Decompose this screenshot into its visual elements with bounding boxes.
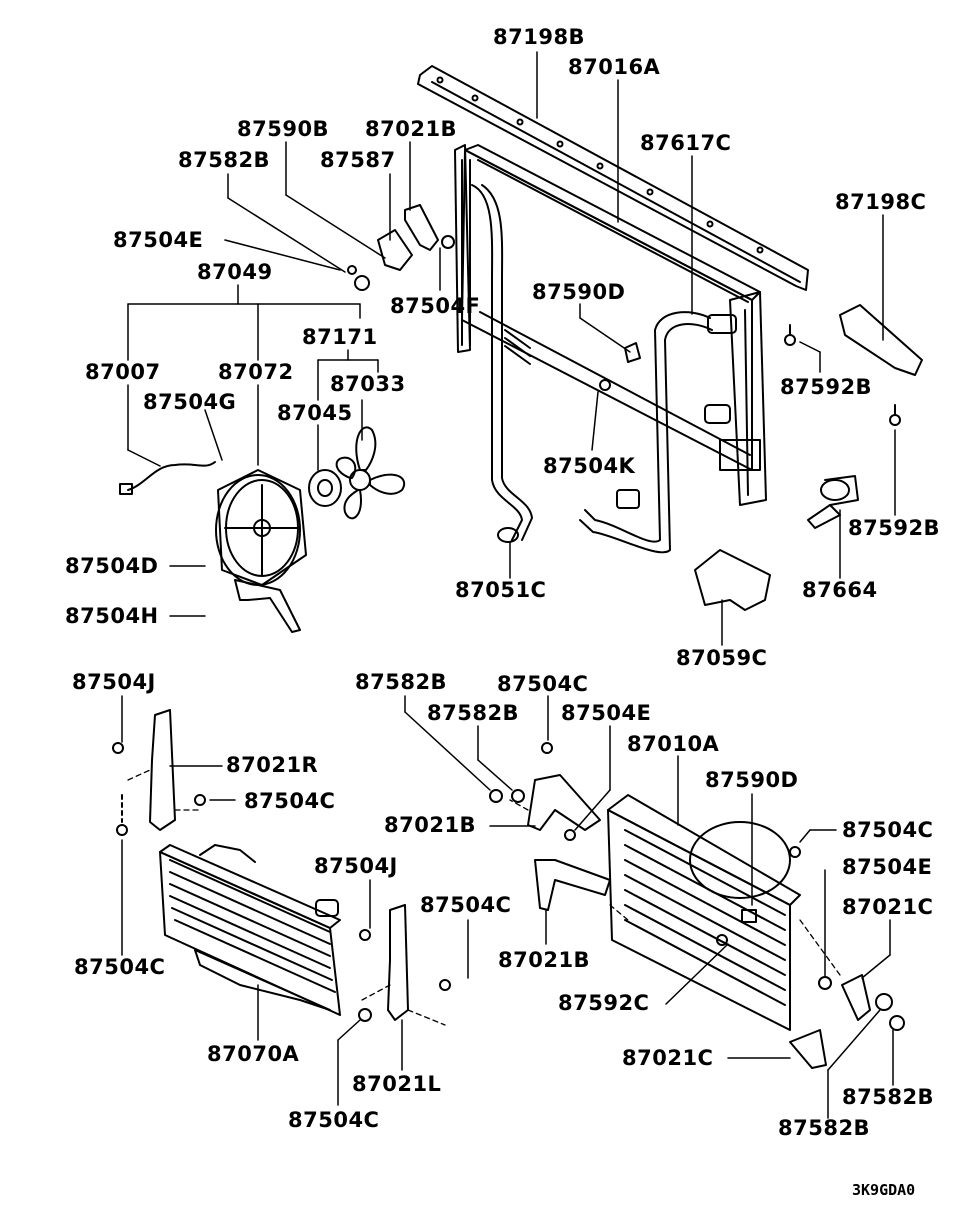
label-87198b: 87198B — [493, 25, 586, 49]
label-87592b-b: 87592B — [848, 516, 941, 540]
condenser-87010a — [607, 794, 801, 1031]
label-87504c-right: 87504C — [842, 818, 934, 842]
nut-87582b-r1 — [875, 993, 893, 1011]
label-87504j-b: 87504J — [314, 854, 398, 878]
label-87010a: 87010A — [627, 732, 720, 756]
label-87007: 87007 — [85, 360, 161, 384]
hose-87617c — [579, 311, 713, 554]
label-87049: 87049 — [197, 260, 273, 284]
label-87072: 87072 — [218, 360, 294, 384]
label-87021c-right: 87021C — [842, 895, 934, 919]
label-87021b-mid: 87021B — [384, 813, 477, 837]
label-87504c-farleft: 87504C — [74, 955, 166, 979]
bolt-87504c-bot — [358, 1008, 372, 1022]
label-87504c-left: 87504C — [244, 789, 336, 813]
label-87021r: 87021R — [226, 753, 319, 777]
label-87504f: 87504F — [390, 294, 481, 318]
label-87504e-right: 87504E — [842, 855, 933, 879]
label-87504e-top: 87504E — [113, 228, 204, 252]
label-87590d-bot: 87590D — [705, 768, 799, 792]
bolt-87592b-b — [889, 414, 901, 426]
fan-shroud-assembly — [215, 469, 307, 633]
bracket-87021b-bot — [534, 859, 611, 911]
label-87582b-r2: 87582B — [778, 1116, 871, 1140]
bolt-87504c-right — [789, 846, 801, 858]
label-87582b-mid2: 87582B — [427, 701, 520, 725]
condenser-87070a — [159, 844, 341, 1016]
label-87504c-bot: 87504C — [288, 1108, 380, 1132]
bolt-87504e-mid — [564, 829, 576, 841]
label-87590b: 87590B — [237, 117, 330, 141]
label-87582b-top: 87582B — [178, 148, 271, 172]
relay-bracket — [347, 204, 455, 291]
label-87070a: 87070A — [207, 1042, 300, 1066]
label-87504c-center: 87504C — [420, 893, 512, 917]
hose-87051c — [471, 184, 533, 543]
label-87045: 87045 — [277, 401, 353, 425]
bracket-87021b-mid — [527, 774, 601, 831]
bolt-87504j-b — [359, 929, 371, 941]
label-87051c: 87051C — [455, 578, 547, 602]
label-87504e-mid: 87504E — [561, 701, 652, 725]
bolt-87592b-a — [784, 334, 796, 346]
nut-87504e-right — [818, 976, 832, 990]
label-87504c-mid: 87504C — [497, 672, 589, 696]
label-87059c: 87059C — [676, 646, 768, 670]
wire-harness — [119, 461, 216, 495]
bracket-87021c-bot — [789, 1029, 827, 1069]
bracket-87021r — [149, 709, 176, 831]
label-87021b-top: 87021B — [365, 117, 458, 141]
label-87504g: 87504G — [143, 390, 237, 414]
bolt-87504c-center — [439, 979, 451, 991]
bolt-87504c-farleft — [116, 824, 128, 836]
label-87617c: 87617C — [640, 131, 732, 155]
label-87021l: 87021L — [352, 1072, 442, 1096]
bolt-87504c-mid — [541, 742, 553, 754]
plate-87059c — [694, 549, 771, 611]
label-87021c-bot: 87021C — [622, 1046, 714, 1070]
label-87587: 87587 — [320, 148, 396, 172]
diagram-code: 3K9GDA0 — [852, 1181, 916, 1199]
label-87198c: 87198C — [835, 190, 927, 214]
label-87033: 87033 — [330, 372, 406, 396]
label-87582b-mid1: 87582B — [355, 670, 448, 694]
label-87504h: 87504H — [65, 604, 159, 628]
assembly-guides — [127, 769, 841, 1026]
label-87582b-r1: 87582B — [842, 1085, 935, 1109]
fan-motor — [308, 469, 342, 507]
label-87504d: 87504D — [65, 554, 159, 578]
upper-support-bar — [417, 65, 809, 291]
bracket-87021c-right — [841, 974, 871, 1021]
bolt-87504k — [599, 379, 611, 391]
bolt-87582b-mid2 — [511, 789, 525, 803]
label-87592c: 87592C — [558, 991, 650, 1015]
bracket-87021l — [387, 904, 409, 1021]
fan-blade — [335, 426, 405, 520]
bolt-87504j-a — [112, 742, 124, 754]
bracket-87198c — [839, 304, 923, 376]
label-87592b-a: 87592B — [780, 375, 873, 399]
label-87016a: 87016A — [568, 55, 661, 79]
label-87504j-a: 87504J — [72, 670, 156, 694]
label-87171: 87171 — [302, 325, 378, 349]
leader-lines — [121, 51, 896, 1119]
bolt-87582b-mid1 — [489, 789, 503, 803]
label-87664: 87664 — [802, 578, 878, 602]
bolt-87504c-left — [194, 794, 206, 806]
condenser-core — [454, 144, 767, 506]
clip-87590d-top — [624, 342, 641, 363]
label-87590d-top: 87590D — [532, 280, 626, 304]
nut-87582b-r2 — [889, 1015, 905, 1031]
label-87021b-bot: 87021B — [498, 948, 591, 972]
label-87504k: 87504K — [543, 454, 636, 478]
